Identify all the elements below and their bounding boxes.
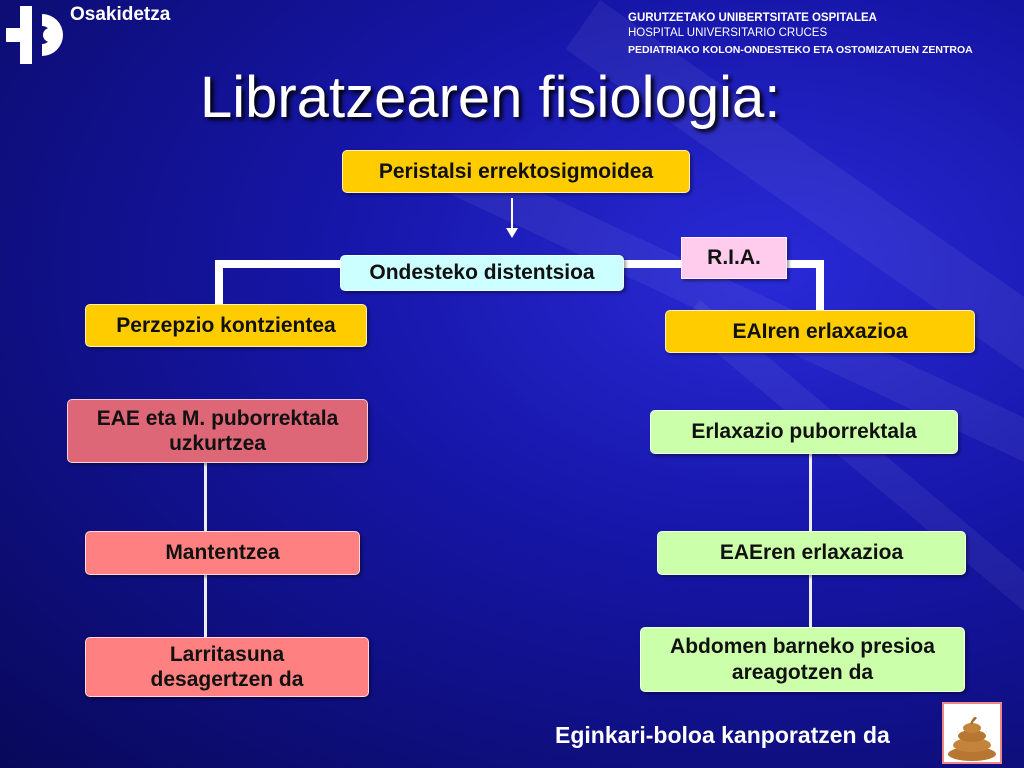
eae-line1: EAE eta M. puborrektala <box>96 406 339 430</box>
connector-left-lower-2 <box>204 575 207 637</box>
eairen-box: EAIren erlaxazioa <box>665 310 975 353</box>
abdomen-box: Abdomen barneko presioa areagotzen da <box>640 627 965 692</box>
erlaxazio-box: Erlaxazio puborrektala <box>650 410 958 454</box>
connector-right-lower-1 <box>809 454 812 532</box>
osakidetza-logo-icon <box>6 6 63 64</box>
larritasuna-line2: desagertzen da <box>150 668 304 691</box>
final-caption: Eginkari-boloa kanporatzen da <box>555 722 890 748</box>
peristalsi-box: Peristalsi errektosigmoidea <box>342 150 690 193</box>
connector-left-vertical <box>215 260 223 306</box>
hospital-name-basque: GURUTZETAKO UNIBERTSITATE OSPITALEA <box>628 12 877 24</box>
ondesteko-box: Ondesteko distentsioa <box>340 255 624 291</box>
abdomen-line1: Abdomen barneko presioa <box>670 635 935 659</box>
perzepzio-box: Perzepzio kontzientea <box>85 304 367 347</box>
stool-icon <box>948 716 996 761</box>
connector-right-vertical <box>816 260 824 310</box>
slide-title: Libratzearen fisiologia: <box>200 65 781 130</box>
abdomen-line2: areagotzen da <box>731 660 874 684</box>
larritasuna-box: Larritasuna desagertzen da <box>85 637 369 697</box>
connector-left-horizontal <box>215 260 345 268</box>
ria-box: R.I.A. <box>681 237 787 279</box>
hospital-name-spanish: HOSPITAL UNIVERSITARIO CRUCES <box>628 27 828 39</box>
brand-name: Osakidetza <box>70 4 171 25</box>
arrow-shaft <box>511 198 513 228</box>
connector-left-lower-1 <box>204 463 207 531</box>
stool-image <box>942 702 1002 764</box>
mantentzea-box: Mantentzea <box>85 531 360 575</box>
eae-box: EAE eta M. puborrektala uzkurtzea <box>67 399 368 463</box>
eae-line2: uzkurtzea <box>169 432 266 455</box>
department-name: PEDIATRIAKO KOLON-ONDESTEKO ETA OSTOMIZA… <box>628 44 973 56</box>
arrow-down-icon <box>506 228 518 238</box>
eaeren-box: EAEren erlaxazioa <box>657 531 966 575</box>
connector-right-lower-2 <box>809 575 812 627</box>
larritasuna-line1: Larritasuna <box>169 642 285 666</box>
